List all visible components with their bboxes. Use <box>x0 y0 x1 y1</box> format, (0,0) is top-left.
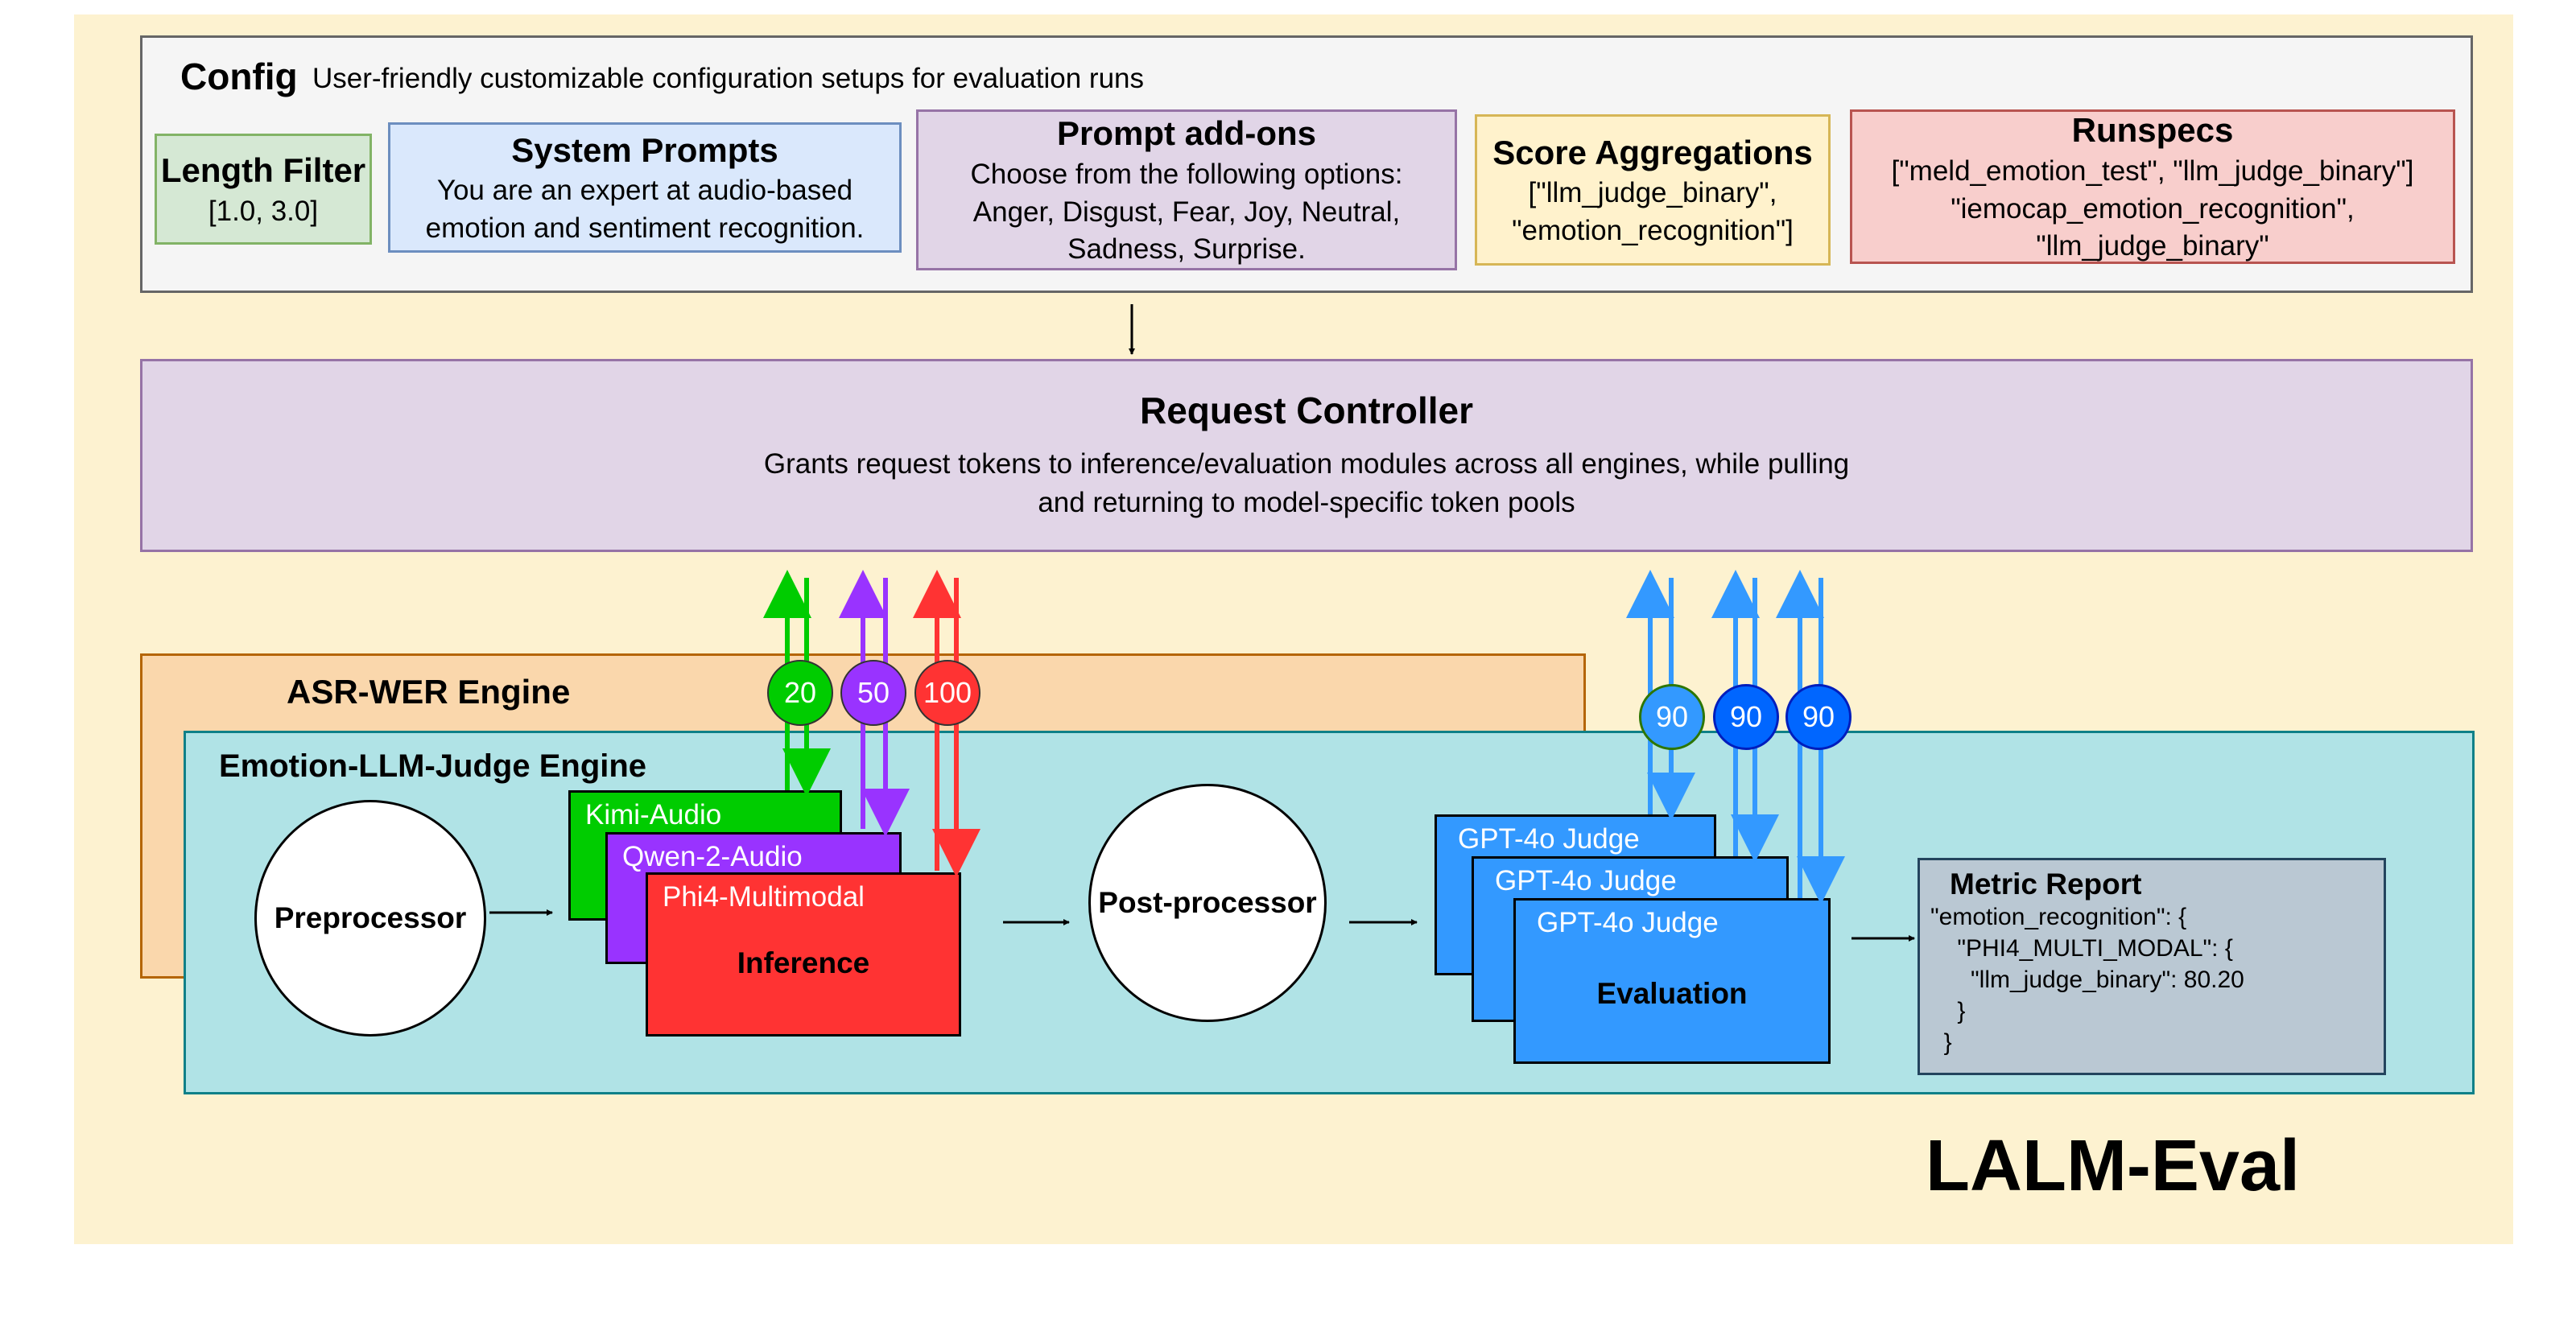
token-badge-qwen: 50 <box>840 660 906 726</box>
metric-report-body: "emotion_recognition": { "PHI4_MULTI_MOD… <box>1930 904 2244 1056</box>
prompt-addons-line: Sadness, Surprise. <box>1067 233 1306 266</box>
prompt-addons-line: Anger, Disgust, Fear, Joy, Neutral, <box>972 196 1401 228</box>
prompt-addons-title: Prompt add-ons <box>1057 114 1316 153</box>
request-controller-line: Grants request tokens to inference/evalu… <box>763 448 1850 480</box>
system-prompts-line: You are an expert at audio-based <box>436 175 853 207</box>
score-aggregations-box: Score Aggregations ["llm_judge_binary", … <box>1475 114 1831 266</box>
model-phi4-multimodal: Phi4-Multimodal <box>646 872 961 1037</box>
length-filter-value: [1.0, 3.0] <box>208 195 319 227</box>
runspecs-line: "iemocap_emotion_recognition", <box>1951 192 2355 225</box>
request-controller-description: Grants request tokens to inference/evalu… <box>764 445 1849 521</box>
score-aggregations-line: "emotion_recognition"] <box>1512 214 1794 246</box>
metric-report-title: Metric Report <box>1950 868 2142 901</box>
system-prompts-title: System Prompts <box>511 130 778 169</box>
config-description: User-friendly customizable configuration… <box>312 63 1145 94</box>
preprocessor-node: Preprocessor <box>254 800 486 1037</box>
lalm-eval-title: LALM-Eval <box>1926 1126 2301 1206</box>
config-title: Config <box>180 56 298 97</box>
system-prompts-box: System Prompts You are an expert at audi… <box>388 122 902 253</box>
runspecs-box: Runspecs ["meld_emotion_test", "llm_judg… <box>1850 109 2455 264</box>
runspecs-line: ["meld_emotion_test", "llm_judge_binary"… <box>1891 155 2414 188</box>
system-prompts-line: emotion and sentiment recognition. <box>425 212 865 244</box>
token-badge-kimi: 20 <box>767 660 833 726</box>
metric-report-box <box>1918 858 2386 1075</box>
request-controller-title: Request Controller <box>1139 389 1474 432</box>
request-controller-line: and returning to model-specific token po… <box>1038 487 1575 518</box>
request-controller-box: Request Controller Grants request tokens… <box>140 359 2473 552</box>
asr-wer-engine-label: ASR-WER Engine <box>287 673 571 711</box>
inference-label: Inference <box>737 946 870 979</box>
prompt-addons-box: Prompt add-ons Choose from the following… <box>916 109 1457 270</box>
score-aggregations-line: ["llm_judge_binary", <box>1528 177 1777 209</box>
length-filter-title: Length Filter <box>160 150 366 189</box>
length-filter-box: Length Filter [1.0, 3.0] <box>155 134 372 245</box>
token-badge-judge: 90 <box>1713 684 1779 750</box>
token-badge-judge: 90 <box>1639 684 1705 750</box>
prompt-addons-line: Choose from the following options: <box>970 159 1403 191</box>
gpt-4o-judge-box: GPT-4o Judge <box>1513 898 1831 1064</box>
evaluation-label: Evaluation <box>1596 977 1748 1010</box>
runspecs-title: Runspecs <box>2071 111 2234 150</box>
score-aggregations-title: Score Aggregations <box>1492 133 1813 171</box>
token-badge-judge: 90 <box>1785 684 1852 750</box>
postprocessor-node: Post-processor <box>1088 784 1327 1022</box>
token-badge-phi4: 100 <box>914 660 980 726</box>
emotion-llm-judge-engine-label: Emotion-LLM-Judge Engine <box>219 748 647 784</box>
runspecs-line: "llm_judge_binary" <box>2036 230 2269 262</box>
